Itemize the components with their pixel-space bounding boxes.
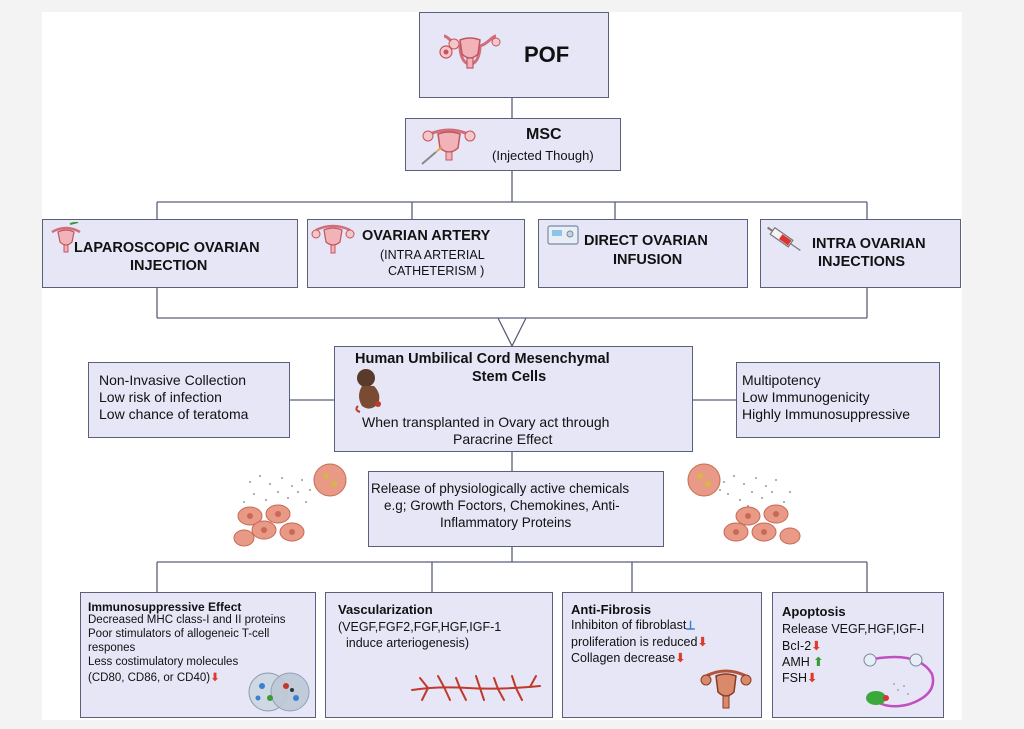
anti-fibrosis-line3: Collagen decrease⬇: [571, 650, 686, 665]
hucmsc-title-line2: Stem Cells: [472, 369, 547, 385]
route-ovarian-artery-box: [307, 219, 525, 288]
route-direct-infusion-line2: INFUSION: [613, 252, 683, 268]
uterus-icon: [439, 34, 501, 69]
anti-fibrosis-line1-text: Inhibiton of fibroblast: [571, 618, 687, 632]
release-line3: Inflammatory Proteins: [440, 515, 572, 530]
down-arrow-icon-5: ⬇: [807, 671, 818, 685]
hucmsc-box: [334, 346, 693, 452]
route-intra-ovarian-line2: INJECTIONS: [818, 254, 906, 270]
down-arrow-icon: ⬇: [210, 672, 220, 684]
apoptosis-line2: BcI-2⬇: [782, 638, 822, 653]
uterus-probe-icon: [51, 222, 81, 253]
immunosuppressive-line2: Poor stimulators of allogeneic T-cell: [88, 628, 270, 640]
syringe-icon: [767, 226, 801, 251]
right-properties-box: [736, 362, 940, 438]
immunosuppressive-line3: respones: [88, 642, 136, 654]
apoptosis-line2-text: BcI-2: [782, 639, 812, 653]
right-property-1: Multipotency: [742, 372, 821, 388]
secreting-cells-right-icon: [687, 463, 801, 545]
immunosuppressive-line5-text: (CD80, CD86, or CD40): [88, 672, 211, 684]
route-laparoscopic-box: [42, 219, 298, 288]
hucmsc-title-line1: Human Umbilical Cord Mesenchymal: [355, 351, 610, 367]
anti-fibrosis-line3-text: Collagen decrease: [571, 651, 676, 665]
msc-title: MSC: [526, 126, 562, 143]
apoptosis-line4-text: FSH: [782, 671, 807, 685]
left-property-1: Non-Invasive Collection: [99, 372, 247, 388]
left-properties-box: [88, 362, 290, 438]
down-arrow-icon-4: ⬇: [811, 639, 822, 653]
route-intra-ovarian-line1: INTRA OVARIAN: [812, 236, 926, 252]
vascularization-title: Vascularization: [338, 602, 433, 617]
immunosuppressive-line5: (CD80, CD86, or CD40)⬇: [88, 670, 220, 684]
infusion-pump-icon: [547, 225, 579, 245]
immune-cells-icon: [248, 672, 310, 712]
release-line2: e.g; Growth Foctors, Chemokines, Anti-: [384, 498, 620, 513]
down-arrow-icon-3: ⬇: [675, 651, 686, 665]
msc-subtitle: (Injected Though): [492, 148, 594, 163]
left-property-3: Low chance of teratoma: [99, 406, 249, 422]
route-direct-infusion-line1: DIRECT OVARIAN: [584, 233, 708, 249]
right-property-2: Low Immunogenicity: [742, 389, 870, 405]
anti-fibrosis-line2-text: proliferation is reduced: [571, 635, 698, 649]
apoptosis-line3: AMH ⬆: [782, 654, 824, 669]
route-ovarian-artery-sub1: (INTRA ARTERIAL: [380, 248, 485, 262]
vascularization-line2: induce arteriogenesis): [346, 636, 469, 650]
hucmsc-body-line2: Paracrine Effect: [453, 431, 553, 447]
route-ovarian-artery-sub2: CATHETERISM ): [388, 264, 485, 278]
anti-fibrosis-line1: Inhibiton of fibroblast⟂: [571, 618, 695, 633]
right-property-3: Highly Immunosuppressive: [742, 406, 911, 422]
anti-fibrosis-line2: proliferation is reduced⬇: [571, 634, 708, 649]
uterus-icon-2: [311, 224, 355, 254]
route-laparoscopic-line2: INJECTION: [130, 258, 208, 274]
anti-fibrosis-box: [562, 592, 762, 718]
apoptosis-line1: Release VEGF,HGF,IGF-I: [782, 622, 925, 636]
vascularization-box: [325, 592, 553, 718]
follicle-cycle-icon: [863, 653, 935, 708]
release-box: [368, 471, 664, 547]
immunosuppressive-line4: Less costimulatory molecules: [88, 656, 239, 668]
route-laparoscopic-line1: LAPAROSCOPIC OVARIAN: [74, 240, 260, 256]
down-arrow-blue-icon: ⟂: [686, 618, 695, 632]
blood-vessel-icon: [411, 675, 541, 701]
vascularization-line1: (VEGF,FGF2,FGF,HGF,IGF-1: [338, 620, 502, 634]
anti-fibrosis-title: Anti-Fibrosis: [571, 602, 652, 617]
immunosuppressive-title: Immunosuppressive Effect: [88, 600, 242, 614]
hucmsc-body-line1: When transplanted in Ovary act through: [362, 414, 610, 430]
uterus-syringe-icon: [421, 128, 476, 165]
immunosuppressive-line1: Decreased MHC class-I and II proteins: [88, 614, 286, 626]
release-line1: Release of physiologically active chemic…: [371, 481, 630, 496]
left-property-2: Low risk of infection: [99, 389, 222, 405]
up-arrow-icon: ⬆: [813, 655, 824, 669]
apoptosis-title: Apoptosis: [782, 604, 846, 619]
route-ovarian-artery-line1: OVARIAN ARTERY: [362, 228, 491, 244]
fetus-icon: [355, 369, 381, 413]
apoptosis-line4: FSH⬇: [782, 670, 817, 685]
secreting-cells-left-icon: [233, 463, 347, 547]
ovary-icon: [700, 669, 752, 709]
route-intra-ovarian-box: [760, 219, 961, 288]
apoptosis-line3-text: AMH: [782, 655, 810, 669]
pof-title: POF: [524, 42, 570, 67]
down-arrow-icon-2: ⬇: [697, 635, 708, 649]
